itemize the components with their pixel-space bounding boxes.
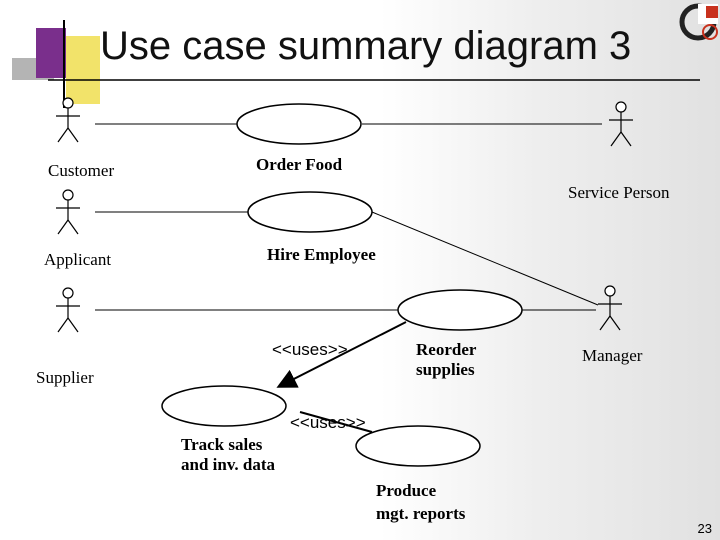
deco-yellow-square: [66, 36, 100, 104]
reorder-line-1: Reorder: [416, 340, 477, 359]
actor-figure-manager[interactable]: [598, 285, 622, 331]
use-case-label-produce-reports: Produce mgt. reports: [376, 479, 496, 525]
association-lines: [95, 123, 602, 311]
reorder-line-2: supplies: [416, 360, 475, 379]
deco-purple-square: [36, 28, 66, 78]
actor-label-customer: Customer: [48, 161, 115, 180]
use-case-reorder-supplies[interactable]: [397, 289, 523, 331]
uses-line-produce-to-track: [299, 411, 373, 433]
actor-label-service-person: Service Person: [568, 183, 670, 202]
actor-label-manager: Manager: [582, 346, 643, 365]
actor-figure-customer[interactable]: [56, 97, 80, 143]
use-case-label-track-sales: Track sales and inv. data: [181, 435, 301, 475]
use-case-order-food[interactable]: [236, 103, 362, 145]
track-line-1: Track sales: [181, 435, 263, 454]
use-case-label-hire-employee: Hire Employee: [267, 245, 376, 264]
uses-label-2: <<uses>>: [290, 413, 366, 432]
logo-icon: [679, 3, 718, 41]
actor-label-supplier: Supplier: [36, 368, 94, 387]
actor-figure-supplier[interactable]: [56, 287, 80, 333]
produce-line-1: Produce: [376, 481, 437, 500]
use-case-label-order-food: Order Food: [256, 155, 343, 174]
line-hire-employee-manager: [371, 211, 599, 306]
actor-figure-applicant[interactable]: [56, 189, 80, 235]
page-number: 23: [697, 521, 712, 536]
actor-label-applicant: Applicant: [44, 250, 112, 269]
uses-label-1: <<uses>>: [272, 340, 348, 359]
track-line-2: and inv. data: [181, 455, 276, 474]
uses-arrow-reorder-to-track: [276, 321, 407, 388]
actor-figure-service-person[interactable]: [609, 101, 633, 147]
use-case-track-sales[interactable]: [161, 385, 287, 427]
use-case-produce-reports[interactable]: [355, 425, 481, 467]
use-case-hire-employee[interactable]: [247, 191, 373, 233]
page-title: Use case summary diagram 3: [100, 24, 632, 68]
use-case-label-reorder-supplies: Reorder supplies: [416, 340, 536, 380]
produce-line-2: mgt. reports: [376, 504, 466, 523]
